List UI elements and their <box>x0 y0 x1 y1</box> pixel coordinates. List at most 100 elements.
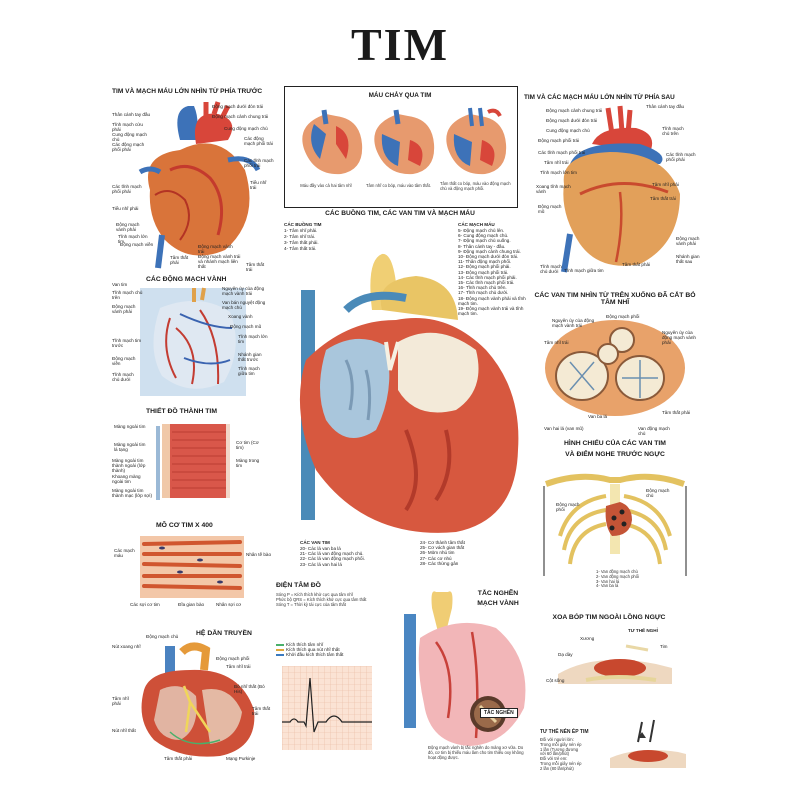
chambers-col2-list: 5- Động mạch chủ lên. 6- Cung động mạch … <box>458 228 530 316</box>
chambers-title: CÁC BUỒNG TIM, CÁC VAN TIM VÀ MẠCH MÁU <box>325 210 475 217</box>
back-label-8: Động mạch mũ <box>538 204 562 215</box>
front-label-2: Cung động mạch chủ <box>112 132 147 143</box>
conduction-legend-2: Khởi đầu kích thích tâm thất <box>276 652 376 657</box>
occlusion-title-2: MẠCH VÀNH <box>477 600 519 607</box>
cpr-note-4: Đối với trẻ em: <box>540 756 568 762</box>
blood-flow-panel <box>284 86 518 208</box>
front-label-15: Động mạch viền <box>120 242 154 247</box>
muscle-illustration <box>140 536 244 598</box>
ecg-note-2: Sóng T = Thời kỳ tái cực của tâm thất <box>276 601 346 607</box>
cpr-label-2: Dạ dày <box>558 652 573 657</box>
back-label-16: Tĩnh mạch chủ trên <box>662 126 684 137</box>
coronary-label-0: Van tim <box>112 282 128 287</box>
conduction-label-9: Mạng Purkinje <box>226 756 256 761</box>
cpr-label-3: Cột sống <box>546 678 565 683</box>
front-label-8: Các tĩnh mạch phổi trái <box>244 158 274 169</box>
valves-top-label-2: Nguyên ủy của động mạch vành phải <box>662 330 696 346</box>
legend-swatch-yellow <box>276 648 284 651</box>
chambers-col2-10: 15- Các tĩnh mạch phổi trái. <box>458 280 515 286</box>
wall-title: THIẾT ĐỒ THÀNH TIM <box>146 408 217 415</box>
coronary-label-12: Tĩnh mạch giữa tim <box>238 366 260 377</box>
front-label-5: Động mạch cảnh chung trái <box>212 114 269 119</box>
projection-label-1: Động mạch chủ <box>646 488 670 499</box>
chambers-col2-3: 8- Thân cánh tay - đầu. <box>458 243 506 249</box>
conduction-label-6: Tâm nhĩ trái <box>226 664 251 669</box>
muscle-label-2: Đĩa gian bào <box>178 602 205 607</box>
conduction-legend-2-text: Khởi đầu kích thích tâm thất <box>286 652 344 658</box>
chambers-col2-7: 12- Động mạch phổi phải. <box>458 264 511 270</box>
front-label-7: Các động mạch phổi trái <box>244 136 273 147</box>
cpr-compress-illustration <box>610 719 686 768</box>
front-label-10: Tiểu nhĩ phải <box>112 206 139 211</box>
chambers-col2-12: 17- Tĩnh mạch chủ dưới. <box>458 290 509 296</box>
chambers-heart-illustration <box>299 253 519 533</box>
conduction-label-2: Tâm nhĩ phải <box>112 696 129 707</box>
back-label-9: Tâm thất trái <box>650 196 676 201</box>
muscle-label-3: Nhân tế bào <box>246 552 272 557</box>
flow-caption-2: Tâm thất co bóp, máu vào động mạch chủ v… <box>440 181 511 191</box>
chambers-other-3: 27- Các cơ nhú <box>420 555 452 561</box>
cpr-note-2: 1 lần (Tương đương <box>540 746 579 752</box>
front-label-13: Động mạch vành trái <box>198 244 233 255</box>
cpr-note-3: với 60 lần/phút) <box>540 751 570 757</box>
chambers-col1-0: 1- Tâm nhĩ phải. <box>284 228 318 233</box>
coronary-label-1: Tĩnh mạch chủ trên <box>112 290 143 301</box>
chambers-valves-head: CÁC VAN TIM <box>300 540 330 545</box>
chambers-col2-9: 14- Các tĩnh mạch phổi phải. <box>458 274 517 280</box>
chambers-valve-3: 23- Các lá van hai lá <box>300 561 342 567</box>
chambers-other-4: 28- Các thừng gân <box>420 560 459 566</box>
cpr-rest-illustration <box>558 644 672 684</box>
front-label-4: Động mạch dưới đòn trái <box>212 104 264 109</box>
front-label-16: Tâm thất phải <box>170 255 189 266</box>
wall-label-4: Màng ngoài tim thành mạc (lớp sợi) <box>112 488 152 499</box>
coronary-label-7: Van bán nguyệt động mạch chủ <box>222 300 266 311</box>
chambers-other-0: 24- Cơ thành tâm thất <box>420 540 465 545</box>
projection-label-5: 4- Van ba lá <box>596 583 619 589</box>
cpr-note-5: Trong mỗi giây nén ép <box>540 760 582 766</box>
legend-swatch-green <box>276 643 284 646</box>
chambers-col2-head: CÁC MẠCH MÁU <box>458 222 495 227</box>
wall-illustration <box>156 424 230 500</box>
conduction-legend: Kích thích tâm nhĩ Kích thích qua nút nh… <box>276 642 376 658</box>
coronary-label-2: Động mạch vành phải <box>112 304 136 315</box>
back-label-3: Động mạch phổi trái <box>538 138 580 143</box>
back-label-12: Tâm thất phải <box>622 262 651 267</box>
conduction-label-7: Bó nhĩ thất (Bó His) <box>234 684 265 695</box>
conduction-title: HỆ DẪN TRUYỀN <box>196 630 252 637</box>
conduction-label-5: Động mạch phổi <box>216 656 250 661</box>
front-label-9: Các tĩnh mạch phổi phải <box>112 184 142 195</box>
projection-label-4: 3- Van hai lá <box>596 578 620 584</box>
back-label-7: Xoang tĩnh mạch vành <box>536 184 571 195</box>
muscle-label-1: Các sợi cơ tim <box>130 602 160 607</box>
chambers-col2-13: 18- Động mạch vành phải và tĩnh mạch tim… <box>458 295 526 306</box>
conduction-label-8: Tâm thất trái <box>252 706 271 717</box>
legend-swatch-blue <box>276 654 284 657</box>
cpr-title2: TƯ THẾ NÉN ÉP TIM <box>540 729 589 735</box>
projection-label-2: 1- Van động mạch chủ <box>596 569 638 574</box>
back-label-1: Động mạch dưới đòn trái <box>546 118 598 123</box>
muscle-title: MÔ CƠ TIM X 400 <box>156 522 213 529</box>
chambers-valves-list: 20- Các lá van ba lá 21- Các lá van động… <box>300 546 410 567</box>
chambers-col2-5: 10- Động mạch dưới đòn trái. <box>458 254 519 260</box>
front-label-6: Cung động mạch chủ <box>224 126 268 131</box>
projection-legend: 1- Van động mạch chủ 2- Van động mạch ph… <box>596 569 656 589</box>
chambers-col2-4: 9- Động mạch cảnh chung trái. <box>458 248 521 254</box>
projection-title-1: HÌNH CHIẾU CỦA CÁC VAN TIM <box>564 440 666 447</box>
chambers-valve-2: 22- Các lá van động mạch phổi. <box>300 556 365 562</box>
valves-top-label-3: Van ba lá <box>588 414 608 419</box>
chambers-others-list: 24- Cơ thành tâm thất 25- Cơ vách gian t… <box>420 540 510 566</box>
chambers-col1-2: 3- Tâm thất phải. <box>284 240 319 245</box>
chambers-valve-1: 21- Các lá van động mạch chủ. <box>300 551 364 557</box>
cpr-note-1: Trong mỗi giây nén ép <box>540 741 582 747</box>
chambers-col2-0: 5- Động mạch chủ lên. <box>458 228 505 233</box>
coronary-label-4: Động mạch viền <box>112 356 136 367</box>
conduction-label-0: Động mạch chủ <box>146 634 179 639</box>
back-label-10: Tĩnh mạch chủ dưới <box>540 264 562 275</box>
wall-label-3: Khoang màng ngoài tim <box>112 474 141 485</box>
front-label-18: Tâm thất trái <box>246 262 265 273</box>
wall-label-5: Cơ tim (Cơ tim) <box>236 440 259 451</box>
wall-label-2: Màng ngoài tim thành ngoài (lớp thành) <box>112 458 146 474</box>
valves-top-title: CÁC VAN TIM NHÌN TỪ TRÊN XUỐNG ĐÃ CẮT BỎ… <box>534 292 696 306</box>
wall-label-0: Màng ngoài tim <box>114 424 146 429</box>
chambers-col2-14: 19- Động mạch vành trái và tĩnh mạch tim… <box>458 306 524 317</box>
